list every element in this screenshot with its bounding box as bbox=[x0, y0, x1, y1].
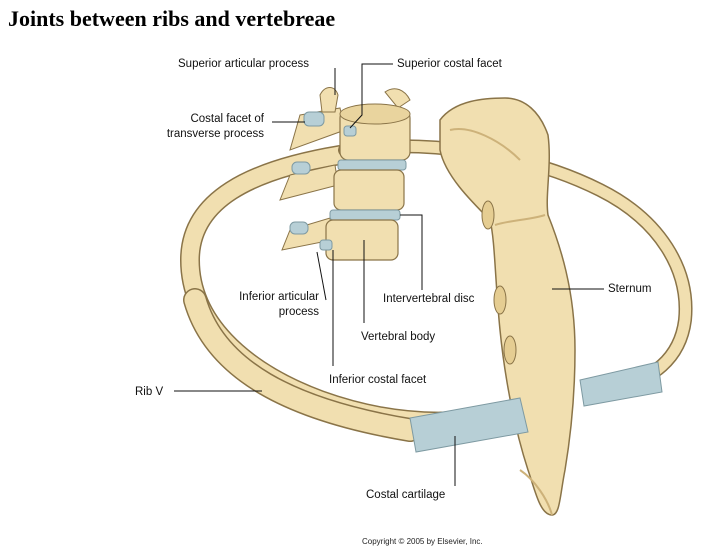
label-inferior-articular-line1: Inferior articular bbox=[239, 291, 319, 303]
label-inferior-costal-facet: Inferior costal facet bbox=[329, 374, 427, 386]
label-vertebral-body: Vertebral body bbox=[361, 331, 435, 343]
rib-v bbox=[183, 288, 422, 442]
vertebral-column bbox=[279, 87, 411, 261]
label-superior-articular-process: Superior articular process bbox=[178, 58, 309, 70]
costal-cartilage-right bbox=[579, 361, 663, 407]
label-superior-costal-facet: Superior costal facet bbox=[397, 58, 503, 70]
copyright-notice: Copyright © 2005 by Elsevier, Inc. bbox=[362, 537, 483, 546]
costal-cartilage bbox=[409, 397, 529, 453]
label-inferior-articular-line2: process bbox=[279, 306, 320, 318]
label-costal-facet-line1: Costal facet of bbox=[190, 113, 264, 125]
label-rib-v: Rib V bbox=[135, 386, 163, 398]
leader-lines bbox=[174, 63, 604, 486]
label-costal-cartilage: Costal cartilage bbox=[366, 489, 445, 501]
label-sternum: Sternum bbox=[608, 283, 651, 295]
sternum bbox=[439, 97, 576, 516]
slide-title: Joints between ribs and vertebreae bbox=[8, 6, 336, 31]
label-costal-facet-line2: transverse process bbox=[167, 128, 264, 140]
label-intervertebral-disc: Intervertebral disc bbox=[383, 293, 475, 305]
